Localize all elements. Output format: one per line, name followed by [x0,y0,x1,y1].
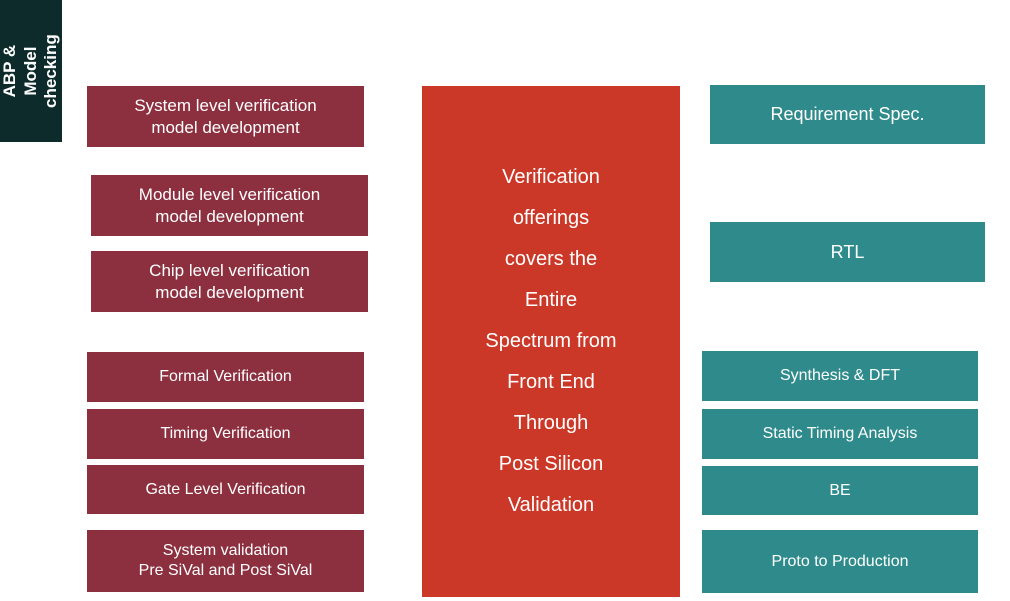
left-box-timing-verification[interactable]: Timing Verification [87,409,364,459]
side-label-text: ABP & Model checking [0,34,61,108]
left-box-gate-level-verification[interactable]: Gate Level Verification [87,465,364,514]
right-box-rtl[interactable]: RTL [710,222,985,282]
right-box-proto-to-production[interactable]: Proto to Production [702,530,978,593]
center-panel-verification-offerings: Verification offerings covers the Entire… [422,86,680,597]
side-label-abp-model-checking: ABP & Model checking [0,0,62,142]
right-box-requirement-spec[interactable]: Requirement Spec. [710,85,985,144]
left-box-chip-level-verification[interactable]: Chip level verification model developmen… [91,251,368,312]
left-box-module-level-verification[interactable]: Module level verification model developm… [91,175,368,236]
right-box-be[interactable]: BE [702,466,978,515]
left-box-system-validation[interactable]: System validation Pre SiVal and Post SiV… [87,530,364,592]
left-box-system-level-verification[interactable]: System level verification model developm… [87,86,364,147]
left-box-formal-verification[interactable]: Formal Verification [87,352,364,402]
right-box-synthesis-dft[interactable]: Synthesis & DFT [702,351,978,401]
right-box-static-timing-analysis[interactable]: Static Timing Analysis [702,409,978,459]
